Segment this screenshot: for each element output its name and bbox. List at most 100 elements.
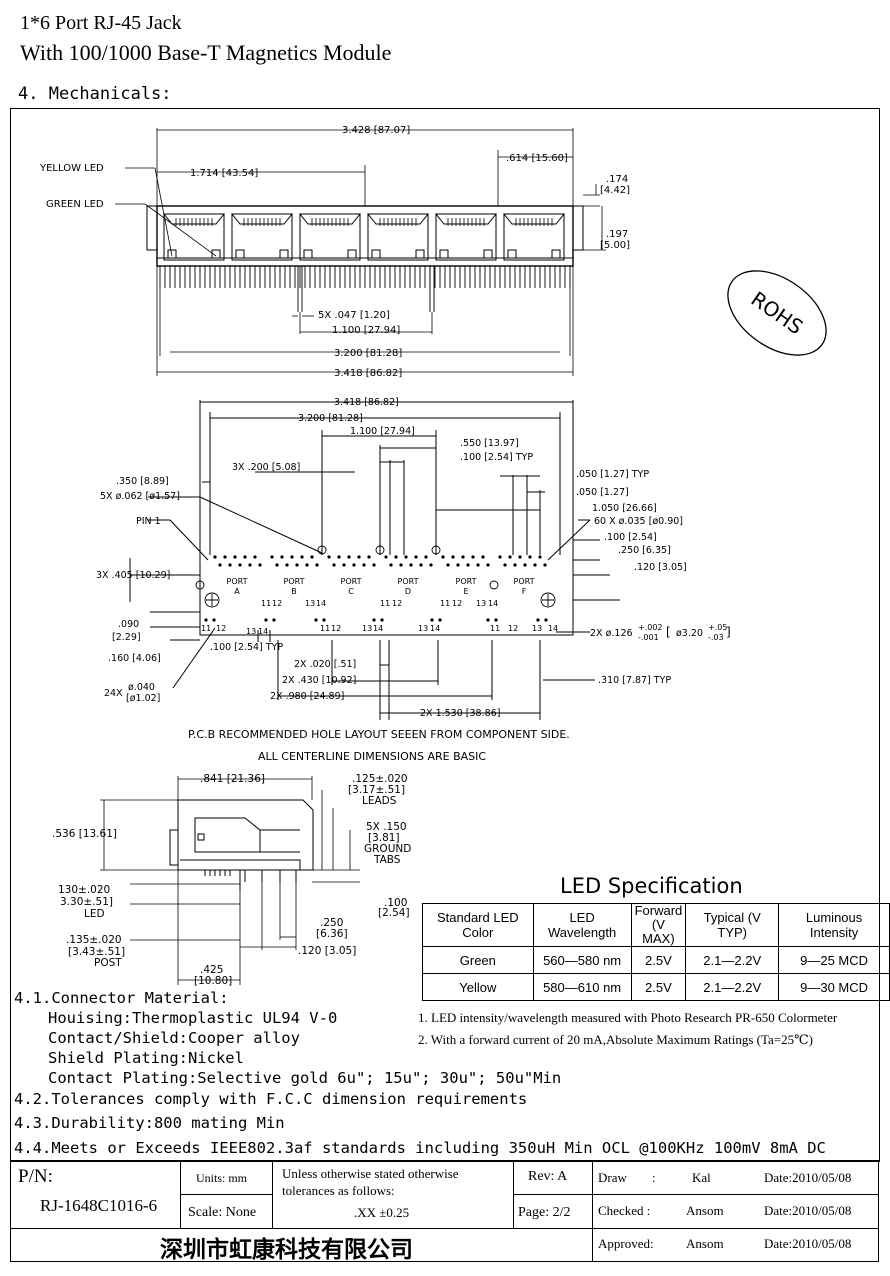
drawing-frame — [10, 108, 880, 1162]
port-label-d: PORT — [398, 577, 419, 586]
draw-date: Date:2010/05/08 — [764, 1170, 852, 1185]
rohs-mark: ROHS — [747, 287, 808, 340]
port-label-b: PORT — [284, 577, 305, 586]
port-label-a: PORT — [227, 577, 248, 586]
pcb-d25c: [ø1.02] — [126, 693, 160, 704]
side-leads-3: LEADS — [362, 795, 397, 807]
port-letter-e: E — [463, 587, 468, 596]
led-cell: 560—580 nm — [532, 946, 632, 974]
pcb-d25b: ø.040 — [128, 682, 155, 693]
pcb-d19: .100 [2.54] TYP — [210, 642, 283, 653]
pin-11-b: 11 — [261, 599, 271, 608]
pcb-d2: 3.200 [81.28] — [298, 413, 363, 424]
pcb-d23: 2X 1.530 [38.86] — [420, 708, 500, 719]
dim-pin: 5X .047 [1.20] — [318, 310, 390, 321]
side-tabs-3: GROUND — [364, 843, 411, 855]
title-line-1: 1*6 Port RJ-45 Jack — [20, 12, 182, 34]
port-label-c: PORT — [341, 577, 362, 586]
pin-13-a: 13 — [246, 627, 256, 636]
pcb-bracket-open: [ — [666, 625, 671, 639]
led-cell: 2.5V — [630, 946, 687, 974]
pcb-d6: .050 [1.27] TYP — [576, 469, 649, 480]
company-name: 深圳市虹康科技有限公司 — [160, 1237, 413, 1263]
pin-14-d: 14 — [430, 624, 440, 633]
title-block-company-cell — [10, 1228, 593, 1262]
units: Units: mm — [196, 1171, 248, 1185]
pin-11-e: 11 — [440, 599, 450, 608]
pcb-d7: .050 [1.27] — [576, 487, 629, 498]
side-height: .536 [13.61] — [52, 828, 117, 840]
led-header-color: Standard LED Color — [422, 903, 534, 947]
pin-13-e: 13 — [476, 599, 486, 608]
port-letter-b: B — [291, 587, 297, 596]
front-view-leds — [167, 249, 561, 259]
side-tab100-b: [2.54] — [378, 907, 410, 919]
draw-name: Kal — [692, 1170, 711, 1185]
title-line-2: With 100/1000 Base-T Magnetics Module — [20, 40, 392, 65]
checked-label: Checked : — [598, 1203, 651, 1218]
pcb-d26-mm-plus: +.05 — [708, 623, 727, 632]
side-leads-2: [3.17±.51] — [348, 784, 405, 796]
pin-12-c: 12 — [331, 624, 341, 633]
side-post-3: POST — [94, 957, 122, 969]
pin-12-a: 12 — [216, 624, 226, 633]
dim-top-442: [4.42] — [600, 185, 630, 196]
pcb-d13: .350 [8.89] — [116, 476, 169, 487]
pcb-caption-2: ALL CENTERLINE DIMENSIONS ARE BASIC — [258, 750, 486, 763]
side-tabs-4: TABS — [373, 854, 401, 866]
led-header-wavelength: LED Wavelength — [532, 903, 632, 947]
front-view-contacts — [175, 218, 553, 226]
tolerance-value: .XX ±0.25 — [354, 1205, 410, 1220]
led-cell: 9—25 MCD — [778, 946, 890, 974]
rohs-ellipse — [727, 270, 827, 356]
approved-name: Ansom — [686, 1236, 724, 1251]
revision: Rev: A — [528, 1169, 568, 1184]
side-led-1: 130±.020 — [58, 884, 110, 896]
side-depth: .841 [21.36] — [200, 773, 265, 785]
note-4-1-b: Contact/Shield:Cooper alloy — [48, 1029, 300, 1047]
pcb-pin-rows — [204, 555, 548, 622]
note-4-1-c: Shield Plating:Nickel — [48, 1049, 244, 1067]
pcb-d26: 2X ø.126 — [590, 628, 633, 639]
led-cell: 580—610 nm — [532, 973, 632, 1001]
side-view-dimensions — [100, 776, 360, 985]
led-cell: 2.1—2.2V — [685, 973, 780, 1001]
pin-11-f: 11 — [490, 624, 500, 633]
tolerance-line-2: tolerances as follows: — [282, 1183, 395, 1198]
led-cell: 9—30 MCD — [778, 973, 890, 1001]
pin-14-f: 14 — [548, 624, 558, 633]
pin-14-b: 14 — [316, 599, 326, 608]
led-spec-table: Standard LED Color LED Wavelength Forwar… — [422, 903, 890, 1001]
dim-side-500: [5.00] — [600, 240, 630, 251]
pcb-d22: 2X .980 [24.89] — [270, 691, 344, 702]
led-header-luminous: Luminous Intensity — [778, 903, 890, 947]
pcb-d26-mm-minus: -.03 — [708, 633, 724, 642]
front-view-leads — [159, 266, 571, 312]
tolerance-line-1: Unless otherwise stated otherwise — [282, 1166, 459, 1181]
dim-outer-width: 3.418 [86.82] — [334, 368, 402, 379]
pin-13-f: 13 — [532, 624, 542, 633]
note-4-1-d: Contact Plating:Selective gold 6u"; 15u"… — [48, 1069, 562, 1087]
pin-11-c: 11 — [320, 624, 330, 633]
approved-label: Approved: — [598, 1236, 654, 1251]
led-cell: 2.5V — [630, 973, 687, 1001]
dim-half: 1.714 [43.54] — [190, 168, 258, 179]
pin-14-c: 14 — [373, 624, 383, 633]
draw-colon: : — [652, 1170, 656, 1185]
pcb-bracket-close: ] — [726, 625, 731, 639]
dim-right-offset: .614 [15.60] — [506, 153, 568, 164]
pcb-d26-mm: ø3.20 — [676, 628, 703, 639]
pcb-d12: .120 [3.05] — [634, 562, 687, 573]
pin-13-b: 13 — [305, 599, 315, 608]
pcb-caption-1: P.C.B RECOMMENDED HOLE LAYOUT SEEEN FROM… — [188, 728, 570, 741]
side-post-2: [3.43±.51] — [68, 946, 125, 958]
pcb-d25a: 24X — [104, 688, 123, 699]
port-label-e: PORT — [456, 577, 477, 586]
side-tabs-1: 5X .150 — [366, 821, 407, 833]
side-tab100-a: .100 — [384, 897, 407, 909]
pcb-d15: 3X .200 [5.08] — [232, 462, 300, 473]
port-letter-c: C — [348, 587, 354, 596]
side-led-2: 3.30±.51] — [60, 896, 113, 908]
dim-overall: 3.428 [87.07] — [342, 125, 410, 136]
pcb-pin1: PIN 1 — [136, 516, 161, 527]
